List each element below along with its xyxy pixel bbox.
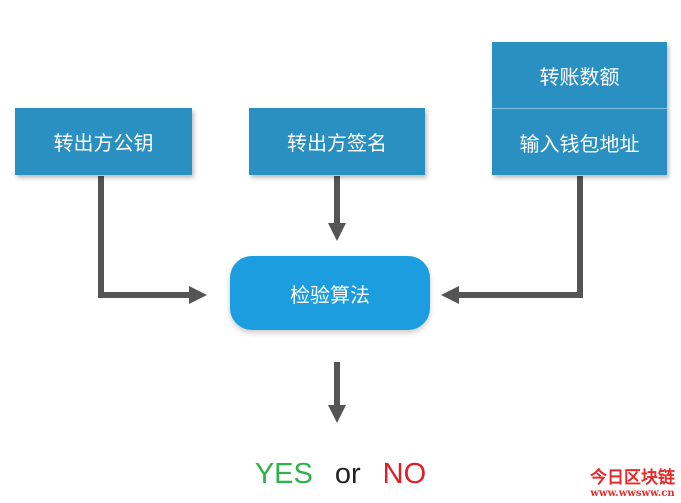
arrow-wallet-to-verify [441, 176, 583, 304]
arrow-pubkey-to-verify [98, 176, 207, 304]
result-no: NO [382, 458, 427, 490]
transfer-amount-cell: 转账数额 [492, 42, 667, 108]
input-wallet-address-cell: 输入钱包地址 [492, 109, 667, 175]
verification-algorithm-label: 检验算法 [290, 282, 370, 307]
result-yes: YES [254, 458, 313, 490]
sender-signature-label: 转出方签名 [287, 131, 387, 155]
watermark-logo: 今日区块链 www.wwsww.cn [590, 470, 675, 499]
result-line: YES or NO [0, 458, 681, 491]
amount-and-wallet-box: 转账数额 输入钱包地址 [492, 42, 667, 175]
sender-signature-box: 转出方签名 [249, 108, 425, 175]
transfer-amount-label: 转账数额 [539, 64, 620, 89]
box-divider [492, 108, 667, 109]
watermark-url: www.wwsww.cn [590, 488, 675, 499]
input-wallet-address-label: 输入钱包地址 [519, 131, 640, 156]
watermark-title: 今日区块链 [590, 468, 675, 488]
verification-algorithm-box: 检验算法 [230, 256, 430, 330]
sender-public-key-box: 转出方公钥 [15, 108, 192, 175]
sender-public-key-label: 转出方公钥 [53, 131, 154, 155]
result-or: or [334, 458, 361, 490]
